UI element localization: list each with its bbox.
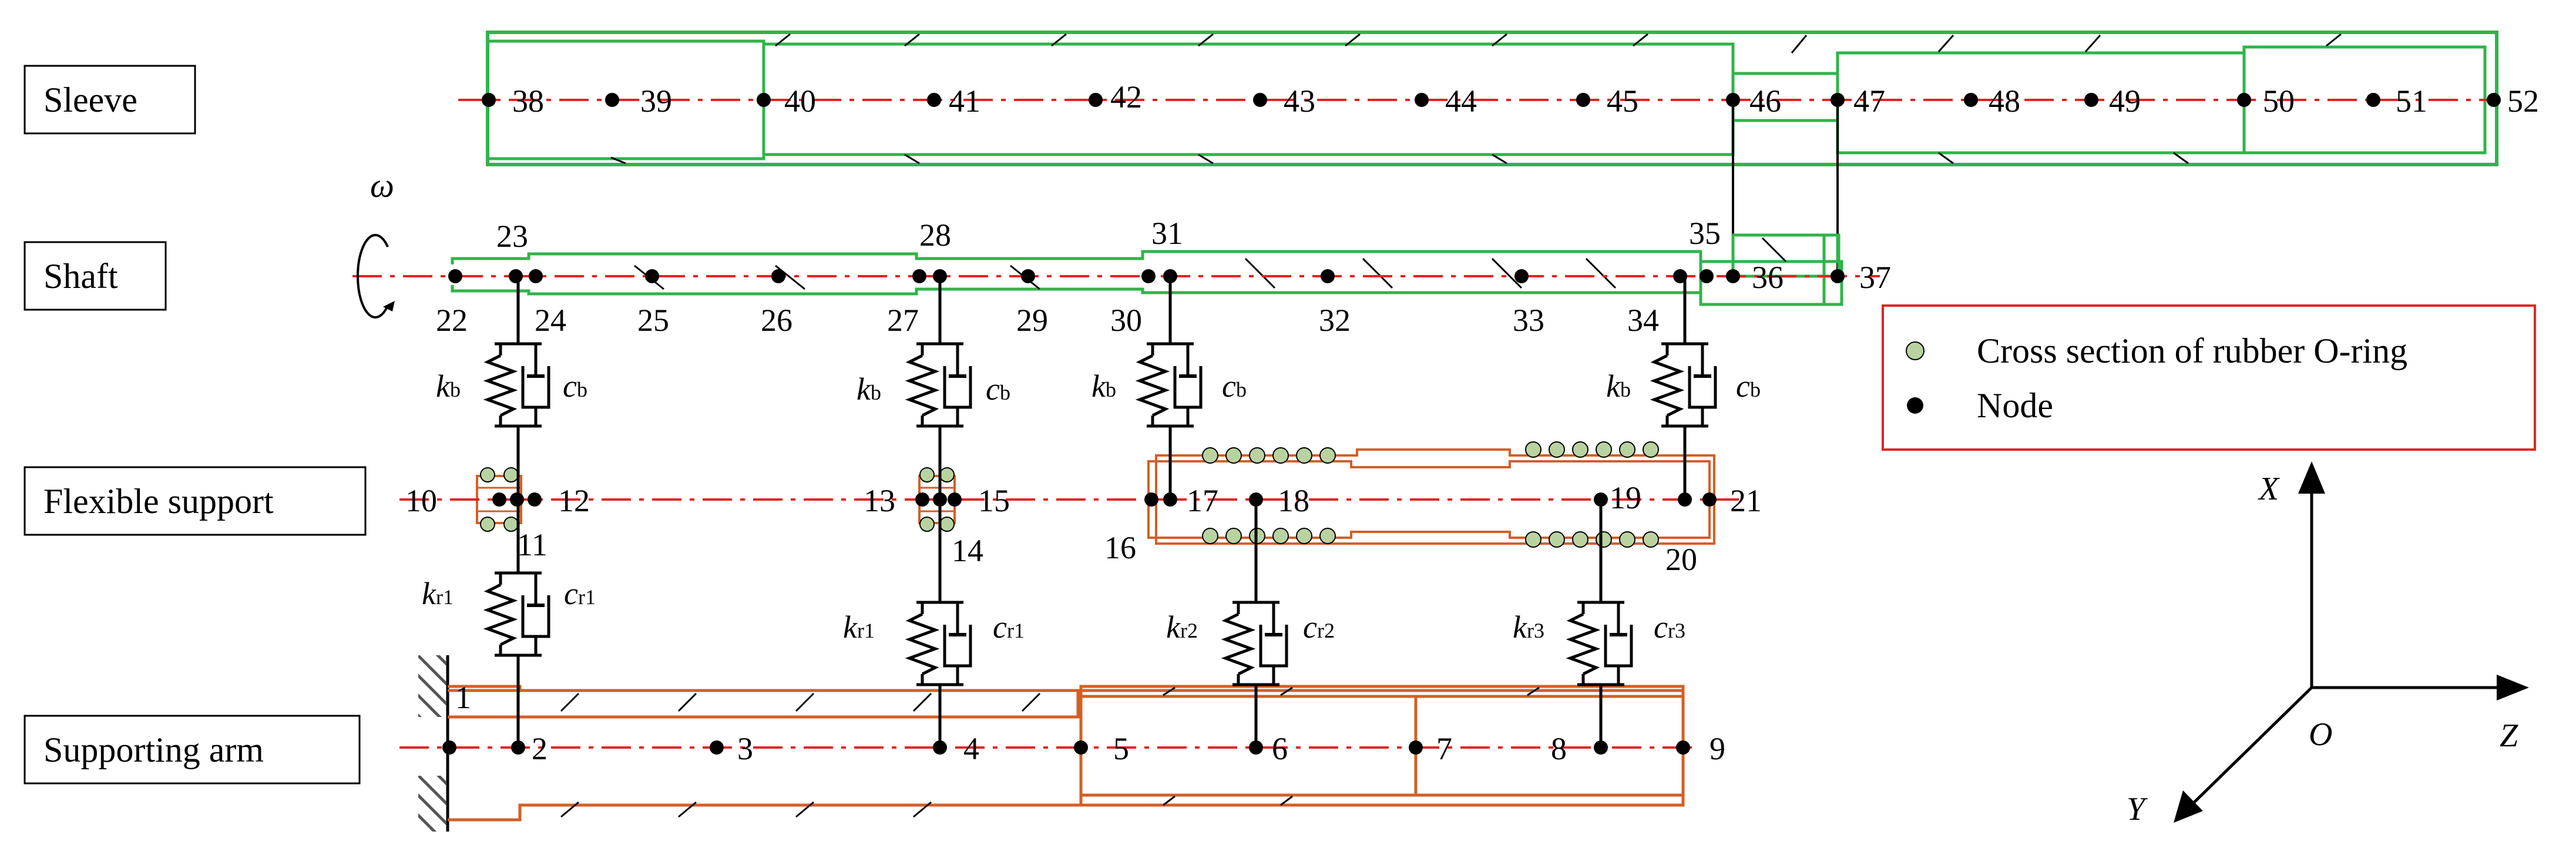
svg-text:41: 41 [949,83,980,119]
axis-x-label: X [2258,471,2281,507]
svg-text:8: 8 [1551,731,1567,766]
label-supporting-arm-box: Supporting arm [23,715,361,785]
legend-oring-label: Cross section of rubber O-ring [1977,331,2407,370]
svg-text:43: 43 [1284,83,1315,119]
svg-text:12: 12 [558,483,590,518]
svg-text:44: 44 [1445,83,1477,119]
label-shaft-box: Shaft [23,241,167,311]
svg-text:30: 30 [1110,303,1142,338]
svg-text:26: 26 [761,303,792,338]
svg-text:cb: cb [1222,368,1247,404]
svg-text:18: 18 [1278,483,1309,518]
label-shaft: Shaft [43,257,118,296]
svg-text:34: 34 [1627,303,1659,338]
svg-text:21: 21 [1730,483,1762,518]
legend: Cross section of rubber O-ring Node [1882,304,2536,451]
svg-text:48: 48 [1989,83,2020,119]
svg-text:17: 17 [1187,483,1218,518]
svg-text:2: 2 [532,731,548,766]
svg-text:28: 28 [919,217,951,253]
svg-text:6: 6 [1272,731,1288,766]
svg-text:1: 1 [455,680,471,715]
svg-text:24: 24 [535,303,566,338]
svg-text:14: 14 [952,533,983,568]
nodes [442,93,2501,755]
axis-y-label: Y [2127,791,2148,827]
label-flexible-support-box: Flexible support [23,466,367,536]
svg-text:kr2: kr2 [1166,609,1198,645]
label-supporting-arm: Supporting arm [43,730,264,769]
svg-text:22: 22 [436,303,468,338]
svg-text:cb: cb [563,368,587,404]
axis-origin-label: O [2309,716,2332,753]
svg-text:cr1: cr1 [993,609,1025,645]
svg-text:35: 35 [1689,216,1721,251]
label-sleeve-box: Sleeve [23,65,196,135]
svg-text:31: 31 [1151,216,1183,251]
svg-text:4: 4 [963,731,979,766]
svg-text:kb: kb [857,371,881,407]
spring-damper-labels: kb cb kb cb kb cb kb cb kr1 cr1 kr1 cr1 … [422,368,1761,645]
svg-text:20: 20 [1665,542,1697,577]
svg-text:23: 23 [496,219,528,254]
svg-text:37: 37 [1859,260,1891,295]
svg-text:47: 47 [1853,83,1885,119]
legend-node-label: Node [1977,386,2053,425]
svg-text:7: 7 [1436,731,1452,766]
legend-node-marker [1907,397,1923,414]
label-flexible-support: Flexible support [43,482,274,521]
svg-text:33: 33 [1513,303,1544,338]
svg-text:cr2: cr2 [1303,609,1335,645]
svg-text:kb: kb [1091,368,1116,404]
svg-text:9: 9 [1710,731,1725,766]
svg-text:39: 39 [640,83,672,119]
svg-text:27: 27 [887,303,919,338]
omega-label: ω [370,166,394,205]
svg-text:38: 38 [512,83,544,119]
svg-text:15: 15 [978,483,1010,518]
svg-text:19: 19 [1610,480,1641,515]
svg-text:cb: cb [986,371,1010,407]
svg-text:kb: kb [1606,368,1631,404]
svg-text:11: 11 [517,527,548,562]
svg-text:13: 13 [864,483,895,518]
svg-text:50: 50 [2263,83,2295,119]
svg-text:10: 10 [405,483,437,518]
svg-text:40: 40 [784,83,816,119]
svg-text:45: 45 [1607,83,1638,119]
svg-text:cb: cb [1736,368,1761,404]
svg-text:25: 25 [637,303,669,338]
flexible-support-structure [399,441,1739,548]
axis-labels: X Z Y O [2127,471,2518,827]
supporting-arm-structure [399,655,1692,832]
svg-text:kr1: kr1 [843,609,875,645]
svg-text:49: 49 [2109,83,2141,119]
svg-text:42: 42 [1110,79,1142,115]
svg-text:cr3: cr3 [1654,609,1685,645]
axis-z-label: Z [2500,718,2518,754]
svg-text:46: 46 [1749,83,1781,119]
svg-text:29: 29 [1016,303,1048,338]
label-sleeve: Sleeve [43,81,137,119]
bearing-connectors [495,276,1708,748]
svg-text:36: 36 [1752,260,1784,295]
shaft-structure [352,233,1880,306]
svg-text:52: 52 [2507,83,2539,119]
svg-text:kr3: kr3 [1513,609,1544,645]
coordinate-axes [2174,461,2529,823]
svg-text:kb: kb [436,368,461,404]
svg-text:51: 51 [2396,83,2427,119]
svg-text:cr1: cr1 [564,576,596,611]
svg-text:32: 32 [1319,303,1351,338]
rotation-omega-symbol: ω [357,166,395,319]
svg-text:16: 16 [1104,530,1136,565]
svg-text:3: 3 [737,731,753,766]
svg-text:5: 5 [1113,731,1129,766]
legend-oring-marker [1906,341,1925,360]
svg-text:kr1: kr1 [422,576,454,611]
